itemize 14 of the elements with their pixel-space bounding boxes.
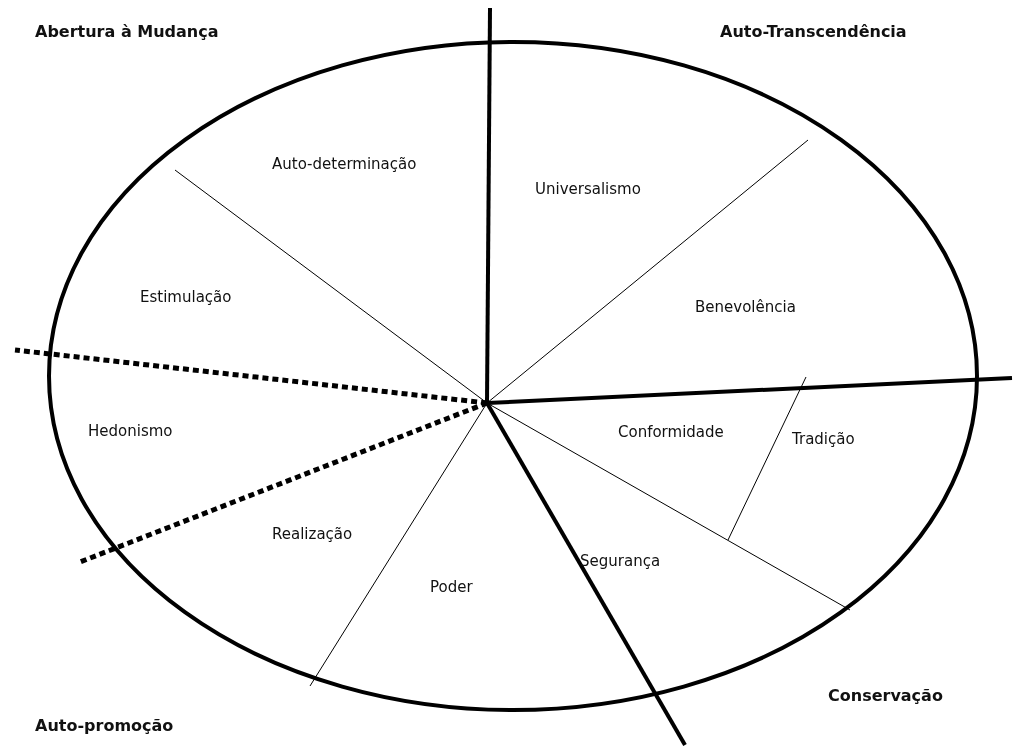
value-label: Universalismo	[535, 180, 641, 198]
value-label: Benevolência	[695, 298, 796, 316]
value-label: Poder	[430, 578, 473, 596]
group-heading: Abertura à Mudança	[35, 22, 219, 41]
value-label: Tradição	[792, 430, 855, 448]
value-label: Conformidade	[618, 423, 724, 441]
group-heading: Auto-promoção	[35, 716, 174, 735]
group-heading: Conservação	[828, 686, 943, 705]
value-label: Realização	[272, 525, 353, 543]
group-heading: Auto-Transcendência	[720, 22, 907, 41]
value-label: Estimulação	[140, 288, 232, 306]
value-label: Auto-determinação	[272, 155, 417, 173]
value-label: Hedonismo	[88, 422, 173, 440]
value-label: Segurança	[580, 552, 661, 570]
